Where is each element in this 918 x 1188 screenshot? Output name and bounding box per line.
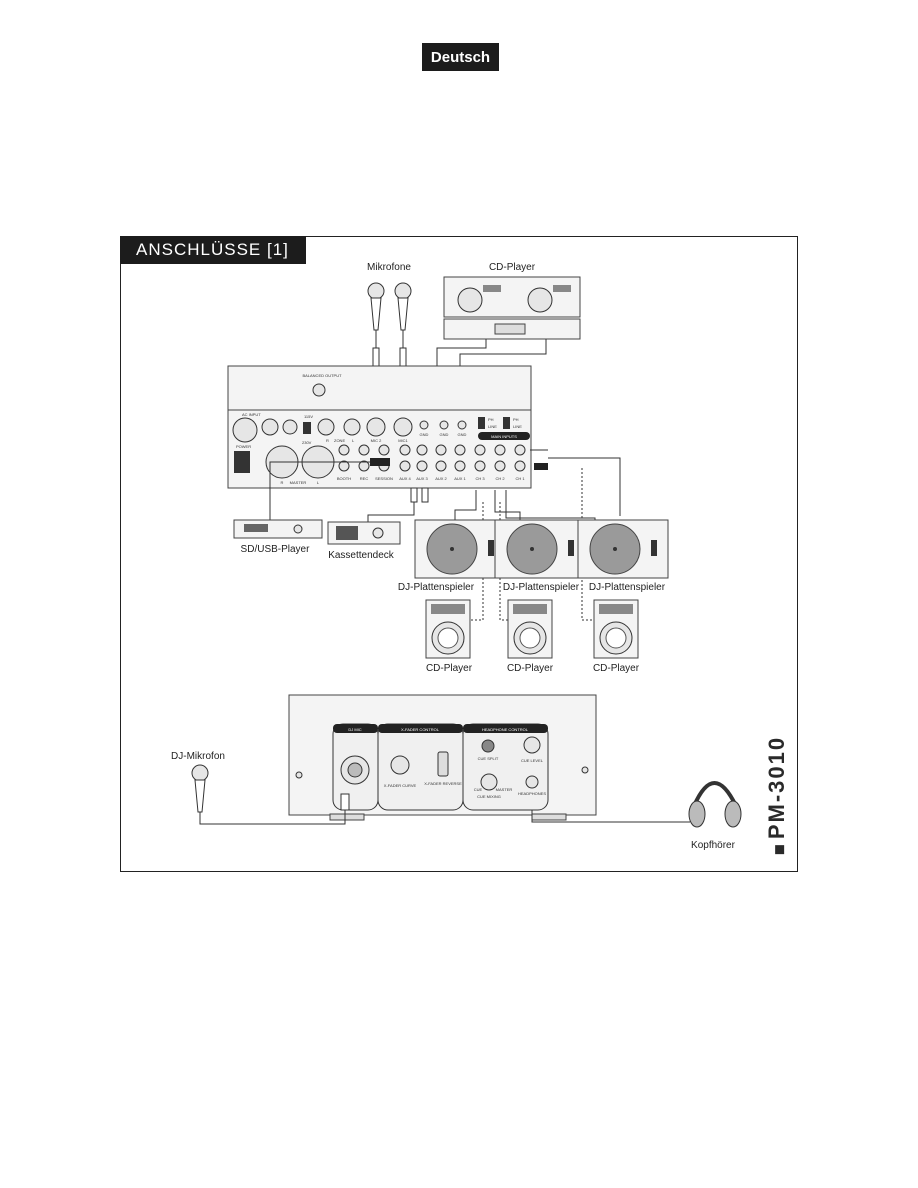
- svg-text:MAIN INPUTS: MAIN INPUTS: [491, 434, 517, 439]
- svg-text:BOOTH: BOOTH: [337, 476, 351, 481]
- cassette-deck: [327, 521, 401, 545]
- label-turntable-3: DJ-Plattenspieler: [589, 582, 666, 593]
- svg-text:POWER: POWER: [236, 444, 251, 449]
- svg-text:CH 1: CH 1: [515, 476, 525, 481]
- svg-text:L: L: [317, 480, 320, 485]
- label-cd-player-1: CD-Player: [426, 663, 473, 674]
- label-cd-player-top: CD-Player: [489, 262, 536, 273]
- section-title: ANSCHLÜSSE [1]: [120, 236, 306, 264]
- label-dj-microphone: DJ-Mikrofon: [171, 751, 225, 762]
- svg-text:GND: GND: [458, 432, 467, 437]
- dual-cd-player: [443, 276, 581, 340]
- svg-text:GND: GND: [420, 432, 429, 437]
- turntable-2: [494, 519, 586, 579]
- svg-text:MIC1: MIC1: [398, 438, 408, 443]
- turntable-1: [414, 519, 506, 579]
- svg-text:ZONE: ZONE: [334, 438, 345, 443]
- headphones-device: [688, 781, 742, 828]
- cd-player-2: [507, 599, 553, 659]
- svg-text:DJ MIC: DJ MIC: [348, 727, 361, 732]
- svg-text:CH 3: CH 3: [475, 476, 485, 481]
- svg-text:HEADPHONES: HEADPHONES: [518, 791, 546, 796]
- square-icon: [775, 845, 784, 855]
- language-badge: Deutsch: [422, 43, 499, 71]
- svg-text:REC: REC: [360, 476, 369, 481]
- svg-text:MIC 2: MIC 2: [371, 438, 382, 443]
- svg-text:PH: PH: [513, 417, 519, 422]
- svg-text:SESSION: SESSION: [375, 476, 393, 481]
- svg-text:CUE: CUE: [474, 787, 483, 792]
- svg-text:GND: GND: [440, 432, 449, 437]
- svg-text:BALANCED OUTPUT: BALANCED OUTPUT: [302, 373, 342, 378]
- svg-text:CUE MIXING: CUE MIXING: [477, 794, 501, 799]
- cd-player-1: [425, 599, 471, 659]
- label-cassette-deck: Kassettendeck: [328, 550, 395, 561]
- microphone-1: [367, 282, 385, 386]
- svg-text:R: R: [281, 480, 284, 485]
- svg-text:PH: PH: [488, 417, 494, 422]
- mixer-front-panel: DJ MIC X-FADER CONTROL X-FADER CURVE X-F…: [288, 694, 597, 821]
- svg-text:MASTER: MASTER: [496, 787, 513, 792]
- svg-text:230V: 230V: [302, 440, 312, 445]
- svg-text:CUE SPLIT: CUE SPLIT: [478, 756, 499, 761]
- dj-microphone: [191, 764, 209, 813]
- svg-text:LINE: LINE: [488, 424, 497, 429]
- label-turntable-1: DJ-Plattenspieler: [398, 582, 475, 593]
- svg-text:MASTER: MASTER: [290, 480, 307, 485]
- svg-text:L: L: [352, 438, 355, 443]
- sd-usb-player: [233, 519, 323, 539]
- label-cd-player-2: CD-Player: [507, 663, 554, 674]
- label-turntable-2: DJ-Plattenspieler: [503, 582, 580, 593]
- turntable-3: [577, 519, 669, 579]
- label-sd-usb-player: SD/USB-Player: [241, 544, 311, 555]
- mixer-rear-panel: BALANCED OUTPUT AC INPUT POWER 115V 230V…: [227, 365, 532, 489]
- svg-text:AUX 1: AUX 1: [454, 476, 466, 481]
- svg-text:AC INPUT: AC INPUT: [242, 412, 261, 417]
- svg-text:X-FADER CONTROL: X-FADER CONTROL: [401, 727, 440, 732]
- label-microphones: Mikrofone: [367, 262, 411, 273]
- svg-text:AUX 4: AUX 4: [399, 476, 411, 481]
- label-headphones: Kopfhörer: [691, 840, 736, 851]
- svg-text:115V: 115V: [304, 414, 313, 419]
- svg-text:CH 2: CH 2: [495, 476, 505, 481]
- svg-text:X-FADER REVERSE: X-FADER REVERSE: [424, 781, 462, 786]
- svg-text:LINE: LINE: [513, 424, 522, 429]
- diagram-frame: [120, 236, 798, 872]
- model-name: PM-3010: [764, 720, 789, 870]
- svg-text:AUX 3: AUX 3: [416, 476, 428, 481]
- svg-text:R: R: [326, 438, 329, 443]
- label-cd-player-3: CD-Player: [593, 663, 640, 674]
- cd-player-3: [593, 599, 639, 659]
- svg-text:AUX 2: AUX 2: [435, 476, 447, 481]
- svg-text:CUE LEVEL: CUE LEVEL: [521, 758, 544, 763]
- svg-text:X-FADER CURVE: X-FADER CURVE: [384, 783, 417, 788]
- svg-text:HEADPHONE CONTROL: HEADPHONE CONTROL: [482, 727, 529, 732]
